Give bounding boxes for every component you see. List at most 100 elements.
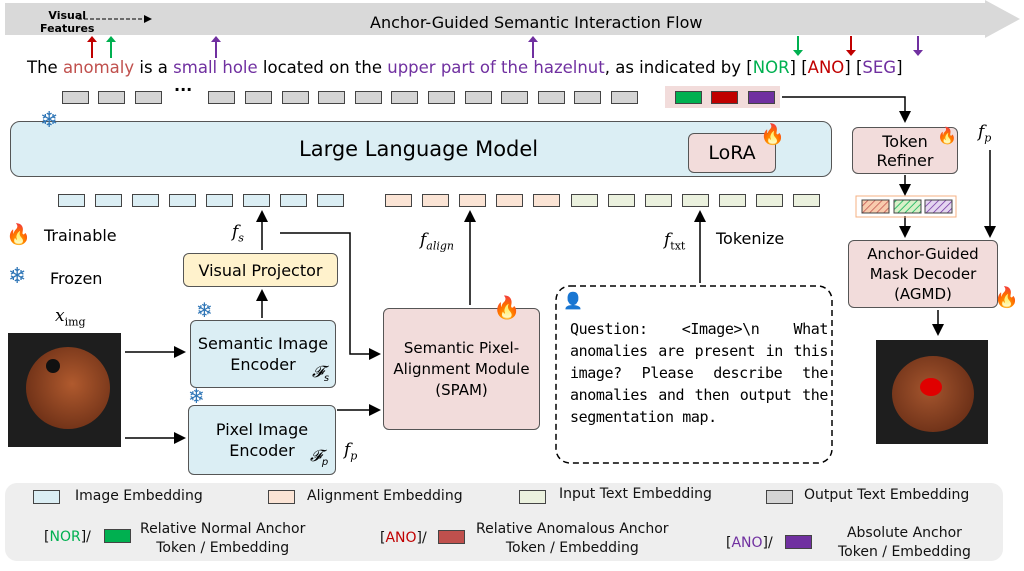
- legend-ano-desc: Relative Anomalous Anchor Token / Embedd…: [476, 521, 669, 556]
- nor-token: NOR: [752, 58, 790, 77]
- output-token: [611, 91, 638, 104]
- semantic-encoder-label: Semantic Image Encoder: [197, 334, 329, 374]
- text-token: [571, 194, 598, 207]
- output-token: [245, 91, 272, 104]
- text-token: [645, 194, 672, 207]
- ano-token: ANO: [807, 58, 845, 77]
- legend-swatch-nor: [104, 529, 131, 543]
- seg-token: SEG: [862, 58, 897, 77]
- output-token: [282, 91, 309, 104]
- alignment-token: [422, 194, 449, 207]
- lora-label: LoRA: [708, 142, 756, 164]
- sentence-location: upper part of the hazelnut: [387, 58, 605, 77]
- snowflake-icon: ❄: [8, 264, 27, 289]
- ftxt-label: ftxt: [664, 230, 686, 253]
- legend-swatch-ano: [438, 530, 465, 544]
- question-text: Question: <Image>\n What anomalies are p…: [570, 320, 828, 426]
- agmd-label: Anchor-Guided Mask Decoder (AGMD): [867, 245, 979, 303]
- text-token: [793, 194, 820, 207]
- output-mask-image: [876, 340, 988, 444]
- visual-features-label: Visual Features: [40, 9, 95, 35]
- flow-title: Anchor-Guided Semantic Interaction Flow: [370, 13, 703, 32]
- input-image: [8, 333, 121, 447]
- text-token: [756, 194, 783, 207]
- flow-arrow-band: [5, 0, 1020, 38]
- fire-icon: 🔥: [760, 122, 785, 146]
- legend-swatch-alignment: [268, 490, 295, 504]
- sentence-text: located on the: [257, 58, 388, 77]
- agmd-box: Anchor-Guided Mask Decoder (AGMD): [848, 240, 998, 308]
- semantic-image-encoder-box: Semantic Image Encoder: [190, 320, 336, 388]
- legend-swatch-image: [33, 490, 60, 504]
- legend: [5, 483, 1003, 561]
- alignment-token: [385, 194, 412, 207]
- fire-icon: 🔥: [937, 126, 957, 145]
- output-token: [391, 91, 418, 104]
- output-token: [428, 91, 455, 104]
- output-sentence: The anomaly is a small hole located on t…: [27, 58, 903, 77]
- legend-ano-tag: [ANO]/: [380, 530, 427, 546]
- output-token: [62, 91, 89, 104]
- ellipsis: ···: [174, 80, 193, 99]
- text-token: [719, 194, 746, 207]
- nor-embedding: [675, 91, 702, 104]
- snowflake-icon: ❄: [40, 108, 59, 133]
- visual-projector-box: Visual Projector: [183, 253, 338, 287]
- output-token: [465, 91, 492, 104]
- sentence-text: is a: [134, 58, 174, 77]
- fire-icon: 🔥: [493, 296, 521, 321]
- sentence-text: The: [27, 58, 63, 77]
- alignment-token: [533, 194, 560, 207]
- image-token: [169, 194, 196, 207]
- trainable-label: Trainable: [44, 226, 117, 245]
- alignment-token: [496, 194, 523, 207]
- frozen-label: Frozen: [50, 269, 103, 288]
- sentence-text: , as indicated by: [604, 58, 747, 77]
- fire-icon: 🔥: [6, 222, 31, 246]
- output-token: [208, 91, 235, 104]
- sentence-small-hole: small hole: [173, 58, 258, 77]
- token-refiner-label: Token Refiner: [876, 131, 934, 170]
- fs-symbol: 𝓕s: [312, 362, 330, 385]
- output-token: [574, 91, 601, 104]
- legend-alignment-label: Alignment Embedding: [307, 488, 463, 504]
- legend-image-label: Image Embedding: [75, 488, 203, 504]
- token-refiner-box: Token Refiner: [852, 127, 958, 174]
- output-token: [135, 91, 162, 104]
- image-token: [132, 194, 159, 207]
- user-icon: 👤: [563, 291, 583, 310]
- llm-title: Large Language Model: [299, 137, 539, 161]
- text-token: [608, 194, 635, 207]
- output-token: [501, 91, 528, 104]
- pixel-encoder-label: Pixel Image Encoder: [215, 420, 309, 460]
- alignment-token: [459, 194, 486, 207]
- legend-nor-tag: [NOR]/: [44, 529, 91, 545]
- legend-input-text-label: Input Text Embedding: [559, 486, 712, 502]
- legend-output-text-label: Output Text Embedding: [804, 487, 970, 503]
- legend-abs-tag: [ANO]/: [726, 535, 773, 551]
- ximg-label: ximg: [55, 306, 86, 329]
- output-token: [538, 91, 565, 104]
- fp-label: fp: [978, 122, 992, 145]
- fire-icon: 🔥: [994, 285, 1019, 309]
- spam-box: Semantic Pixel- Alignment Module (SPAM): [383, 308, 540, 430]
- snowflake-icon: ❄: [196, 298, 213, 322]
- image-token: [95, 194, 122, 207]
- image-token: [280, 194, 307, 207]
- pixel-image-encoder-box: Pixel Image Encoder: [188, 405, 336, 475]
- legend-abs-desc: Absolute Anchor Token / Embedding: [838, 525, 971, 560]
- spam-label: Semantic Pixel- Alignment Module (SPAM): [393, 338, 530, 399]
- falign-label: falign: [420, 230, 455, 253]
- output-token: [355, 91, 382, 104]
- sentence-anomaly: anomaly: [62, 58, 135, 77]
- image-token: [206, 194, 233, 207]
- legend-nor-desc: Relative Normal Anchor Token / Embedding: [140, 521, 306, 556]
- image-token: [317, 194, 344, 207]
- snowflake-icon: ❄: [188, 384, 205, 408]
- lora-box: LoRA: [688, 133, 776, 173]
- text-token: [682, 194, 709, 207]
- legend-swatch-absolute: [785, 535, 812, 549]
- fs-label: fs: [232, 222, 244, 245]
- fp-symbol: 𝓕p: [310, 446, 329, 469]
- image-token: [58, 194, 85, 207]
